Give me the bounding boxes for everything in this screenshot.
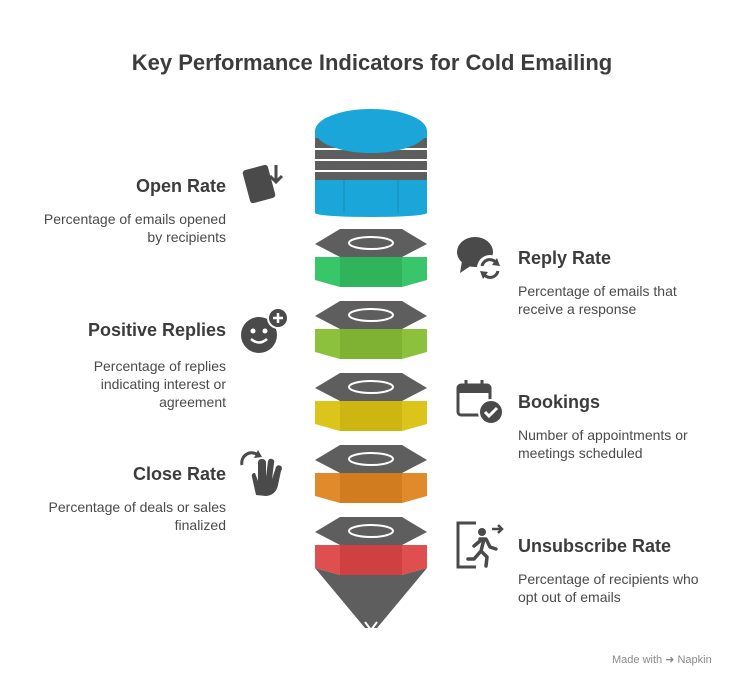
stack-segment-unsubscribe-rate (315, 517, 427, 632)
desc-reply-rate: Percentage of emails that receive a resp… (518, 283, 677, 317)
napkin-logo-icon: ➜ (665, 654, 675, 666)
desc-close-rate: Percentage of deals or sales finalized (48, 499, 226, 533)
label-open-rate: Open Rate (135, 176, 226, 196)
label-unsubscribe-rate: Unsubscribe Rate (518, 536, 672, 556)
stack-segment-reply-rate (315, 229, 427, 287)
stack-segment-positive-replies (315, 301, 427, 359)
exit-person-icon (456, 521, 504, 569)
desc-unsubscribe-rate: Percentage of recipients who opt out of … (518, 571, 699, 605)
label-reply-rate: Reply Rate (518, 248, 612, 268)
desc-bookings: Number of appointments or meetings sched… (518, 427, 688, 461)
smiley-plus-icon (241, 307, 289, 353)
label-positive-replies: Positive Replies (87, 320, 226, 340)
label-close-rate: Close Rate (132, 464, 226, 484)
diagram-title: Key Performance Indicators for Cold Emai… (131, 50, 613, 75)
label-bookings: Bookings (518, 392, 601, 412)
chat-refresh-icon (457, 237, 503, 281)
document-download-icon (242, 164, 284, 204)
desc-open-rate: Percentage of emails opened by recipient… (43, 211, 226, 245)
footer-attribution: Made with ➜ Napkin (612, 654, 712, 666)
stack-segment-bookings (315, 373, 427, 431)
calendar-check-icon (456, 380, 504, 425)
waving-hand-icon (240, 450, 282, 496)
stack-segment-close-rate (315, 445, 427, 503)
desc-positive-replies: Percentage of replies indicating interes… (93, 358, 226, 410)
stack-segment-open-rate (315, 109, 427, 217)
